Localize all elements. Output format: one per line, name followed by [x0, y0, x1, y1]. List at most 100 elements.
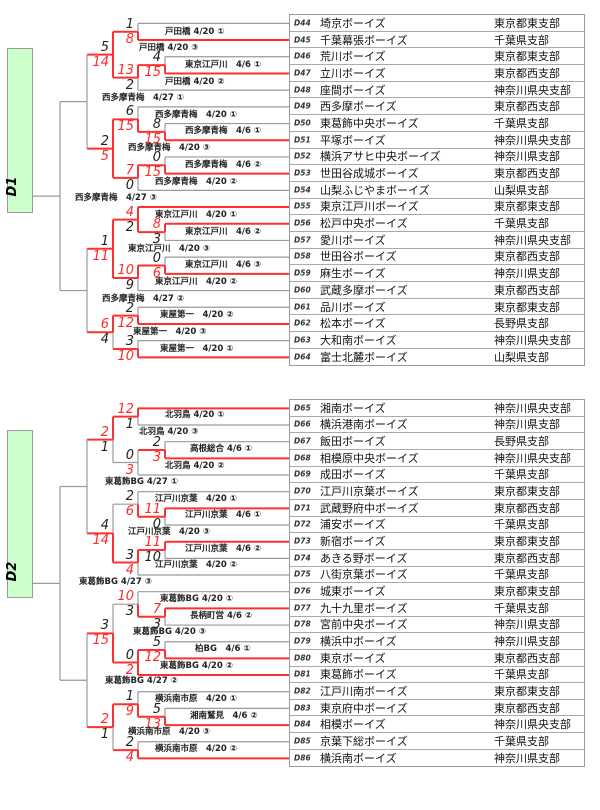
score-top: 2	[125, 300, 134, 316]
team-code: D64	[294, 352, 311, 362]
division-label: D2	[5, 561, 20, 582]
score-bottom: 2	[125, 219, 134, 235]
score-top: 5	[152, 635, 161, 651]
venue-label: 横浜南市原 4/20 ①	[155, 694, 238, 704]
team-code: D74	[294, 553, 311, 563]
team-branch: 千葉県支部	[494, 217, 549, 231]
team-code: D61	[294, 302, 311, 312]
score-top: 10	[117, 263, 134, 279]
team-branch: 東京都東支部	[494, 16, 560, 30]
team-name: 松戸中央ボーイズ	[320, 217, 408, 231]
venue-label: 東葛飾BG 4/20 ①	[160, 594, 233, 604]
score-top: 5	[100, 39, 109, 55]
team-name: 西多摩ボーイズ	[320, 100, 397, 114]
score-top: 8	[152, 217, 161, 233]
team-name: 東京江戸川ボーイズ	[320, 200, 419, 214]
score-bottom: 15	[92, 633, 109, 649]
team-code: D68	[294, 453, 311, 463]
team-branch: 神奈川県央支部	[494, 83, 571, 97]
team-code: D46	[294, 51, 311, 61]
team-code: D75	[294, 569, 311, 579]
team-name: 座間ボーイズ	[320, 83, 386, 97]
team-branch: 神奈川県支部	[494, 618, 560, 632]
score-top: 3	[100, 618, 109, 634]
team-name: 山梨ふじやまボーイズ	[320, 183, 430, 197]
team-name: 浦安ボーイズ	[320, 518, 386, 532]
team-name: 湘南ボーイズ	[320, 401, 386, 415]
score-bottom: 3	[125, 462, 134, 478]
score-bottom: 5	[100, 148, 109, 164]
team-name: 大和南ボーイズ	[320, 333, 397, 347]
team-code: D83	[294, 703, 311, 713]
score-bottom: 8	[125, 31, 134, 47]
team-branch: 東京都東支部	[494, 535, 560, 549]
team-code: D73	[294, 536, 311, 546]
score-bottom: 2	[125, 662, 134, 678]
score-bottom: 1	[100, 727, 109, 743]
score-bottom: 3	[152, 616, 161, 632]
score-bottom: 4	[100, 332, 109, 348]
team-name: 九十九里ボーイズ	[320, 601, 408, 615]
venue-label: 湘南鷲見 4/6 ②	[190, 711, 258, 721]
venue-label: 東葛飾BG 4/27 ③	[79, 577, 152, 587]
score-top: 7	[152, 601, 161, 617]
venue-label: 東京江戸川 4/6 ②	[185, 227, 262, 237]
team-code: D44	[294, 18, 311, 28]
team-branch: 東京都西支部	[494, 551, 560, 565]
team-code: D66	[294, 419, 311, 429]
venue-label: 東屋第一 4/20 ①	[160, 344, 234, 354]
team-name: 相模ボーイズ	[320, 718, 386, 732]
score-bottom: 15	[144, 165, 161, 181]
score-top: 13	[117, 62, 134, 78]
team-name: 東葛飾中央ボーイズ	[320, 116, 419, 130]
team-branch: 神奈川県央支部	[494, 718, 571, 732]
venue-label: 横浜南市原 4/20 ③	[128, 727, 211, 737]
team-code: D57	[294, 235, 311, 245]
venue-label: 柏BG 4/6 ①	[195, 644, 251, 654]
team-branch: 千葉県支部	[494, 33, 549, 47]
